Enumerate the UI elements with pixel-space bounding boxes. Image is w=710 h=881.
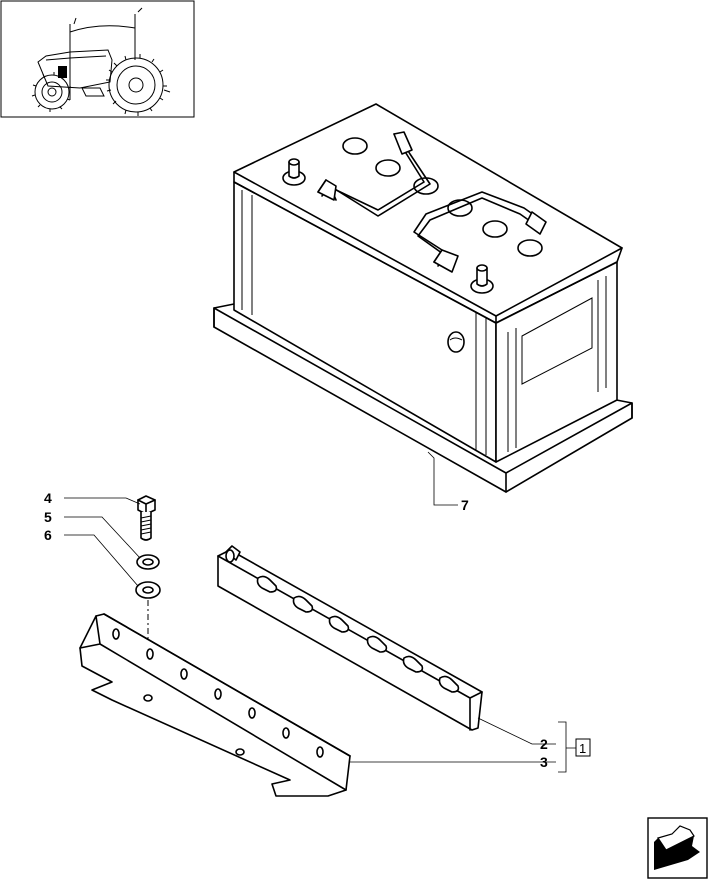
- callout-2: 2: [540, 736, 548, 752]
- callout-4: 4: [44, 490, 52, 506]
- bolt: [137, 495, 156, 541]
- assembly-ref-label: 1: [579, 741, 586, 756]
- lower-support-bracket: [79, 613, 351, 797]
- callout-3: 3: [540, 754, 548, 770]
- callout-7: 7: [461, 497, 469, 513]
- battery: [213, 103, 633, 493]
- next-page-arrow-icon[interactable]: [647, 817, 708, 879]
- callout-5: 5: [44, 509, 52, 525]
- lock-washer: [136, 554, 160, 570]
- upper-support-bracket: [217, 545, 483, 731]
- assembly-ref-box: [575, 738, 591, 757]
- flat-washer: [135, 581, 161, 599]
- callout-6: 6: [44, 527, 52, 543]
- tractor-thumbnail-icon: [0, 0, 195, 118]
